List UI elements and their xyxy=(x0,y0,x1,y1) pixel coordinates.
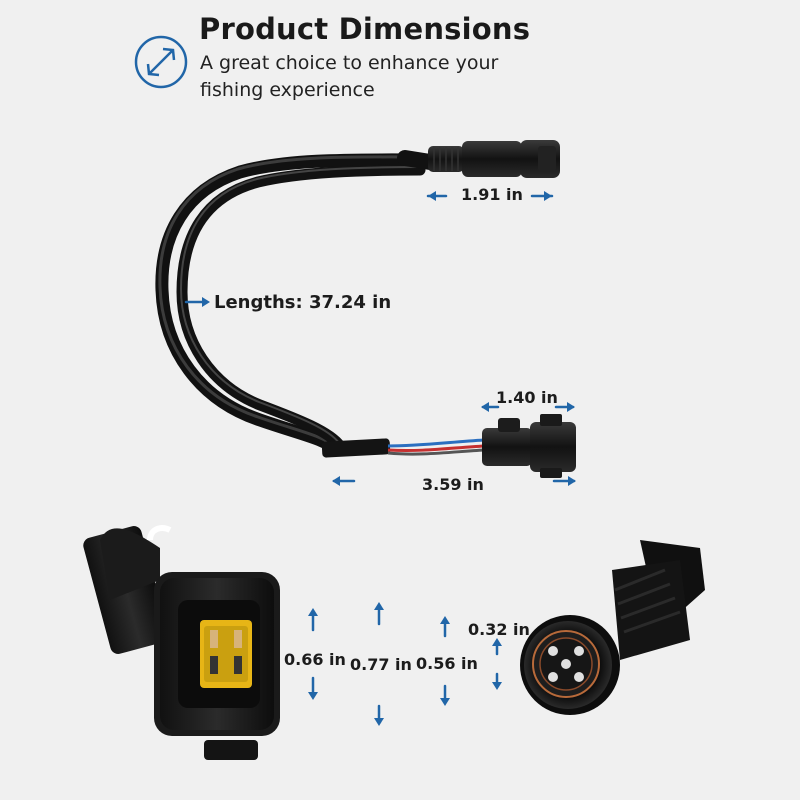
round-connector xyxy=(428,140,560,178)
plug-closeup xyxy=(83,525,280,760)
plug-overall-height-label: 0.77 in xyxy=(350,655,412,674)
socket-inner-diameter-label: 0.32 in xyxy=(468,620,530,639)
dimension-arrows xyxy=(184,191,576,726)
plug-connector xyxy=(482,414,576,478)
socket-closeup xyxy=(520,540,705,715)
plug-body-length-label: 1.40 in xyxy=(496,388,558,407)
page-subtitle: A great choice to enhance your fishing e… xyxy=(200,52,499,101)
page-title: Product Dimensions xyxy=(199,12,531,46)
plug-wires xyxy=(321,438,485,458)
diagonal-measure-icon xyxy=(134,35,188,89)
round-connector-length-label: 1.91 in xyxy=(461,185,523,204)
cable-length-label: Lengths: 37.24 in xyxy=(214,292,392,313)
socket-outer-diameter-label: 0.56 in xyxy=(416,654,478,673)
cable xyxy=(155,150,438,457)
plug-assembly-length-label: 3.59 in xyxy=(422,475,484,494)
plug-height-label: 0.66 in xyxy=(284,650,346,669)
